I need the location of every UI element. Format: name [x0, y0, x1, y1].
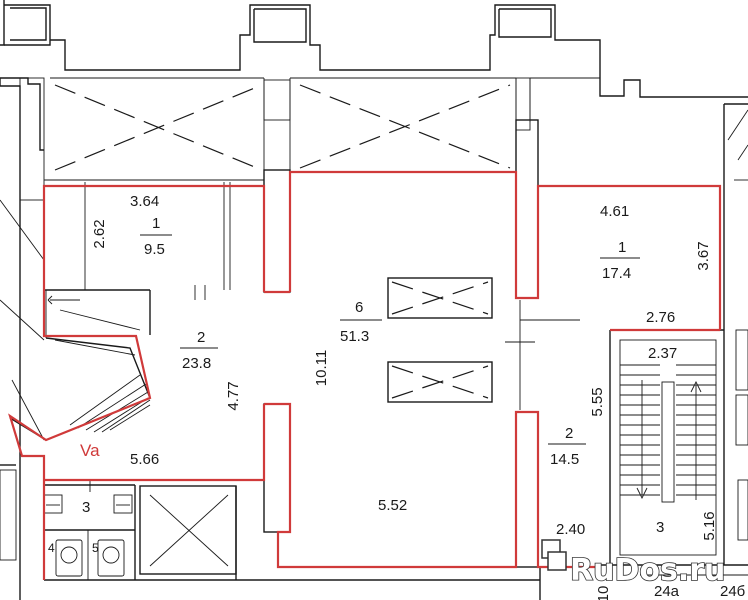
room-2-left-number: 2: [197, 329, 205, 346]
room-2-right-labels: 2 14.5 5.55 2.40: [548, 387, 606, 538]
wc-number: 3: [82, 499, 90, 516]
room-1-right-labels: 4.61 1 17.4 3.67 2.76: [600, 203, 712, 326]
room-1-right-width2: 2.76: [646, 309, 675, 326]
room-1-left-labels: 3.64 2.62 1 9.5: [91, 193, 172, 258]
highlight-room-1-left: [42, 184, 266, 292]
stair-right-number: 3: [656, 519, 664, 536]
interior-walls: [0, 103, 748, 600]
room-1-right-area: 17.4: [602, 265, 631, 282]
balcony-right: [290, 84, 516, 173]
room-6-depth: 10.11: [313, 350, 330, 386]
room-2-left-depth: 4.77: [225, 381, 242, 410]
room-6-width: 5.52: [378, 497, 407, 514]
room-6-labels: 6 51.3 10.11 5.52: [313, 299, 407, 514]
bottom-edge-labels: 10 24а 24б: [595, 583, 745, 600]
bottom-label-24b: 24б: [720, 583, 745, 600]
room-2-right-area: 14.5: [550, 451, 579, 468]
watermark-logo-icon: [541, 539, 567, 571]
highlight-room-2-left: [8, 290, 152, 580]
room-1-left-depth: 2.62: [91, 219, 108, 248]
balcony-left: [44, 84, 264, 181]
room-1-left-number: 1: [152, 215, 160, 232]
room-2-right-number: 2: [565, 425, 573, 442]
room-2-left-width: 5.66: [130, 451, 159, 468]
wc-cell-a: 4: [48, 541, 55, 555]
room-1-left-area: 9.5: [144, 241, 165, 258]
highlight-room-6: [44, 170, 722, 569]
room-2-left-area: 23.8: [182, 355, 211, 372]
room-6-area: 51.3: [340, 328, 369, 345]
room-1-right-number: 1: [618, 239, 626, 256]
stair-right-width: 2.37: [648, 345, 677, 362]
vent-box-upper: [387, 277, 493, 319]
stair-left: [0, 199, 151, 441]
room-2-left-labels: 2 23.8 4.77 5.66 Va: [80, 329, 242, 468]
room-1-right-width: 4.61: [600, 203, 629, 220]
room-2-right-depth: 5.55: [589, 387, 606, 416]
stair-right-labels: 2.37 3 5.16: [648, 345, 718, 541]
wc-labels: 3 4 5: [48, 499, 99, 555]
room-1-right-depth: 3.67: [695, 241, 712, 270]
section-mark: Va: [80, 441, 100, 460]
wc-cell-b: 5: [92, 541, 99, 555]
watermark: RuDos.ru: [541, 539, 726, 589]
room-2-right-width: 2.40: [556, 521, 585, 538]
room-1-left-width: 3.64: [130, 193, 159, 210]
stair-right: [619, 109, 748, 556]
wc-fixtures: [43, 494, 133, 577]
edge-number: 10: [595, 586, 612, 600]
vent-box-lower: [387, 361, 493, 403]
stair-right-depth: 5.16: [701, 511, 718, 540]
bottom-label-24a: 24а: [654, 583, 680, 600]
watermark-text: RuDos.ru: [570, 553, 725, 588]
room-6-number: 6: [355, 299, 363, 316]
